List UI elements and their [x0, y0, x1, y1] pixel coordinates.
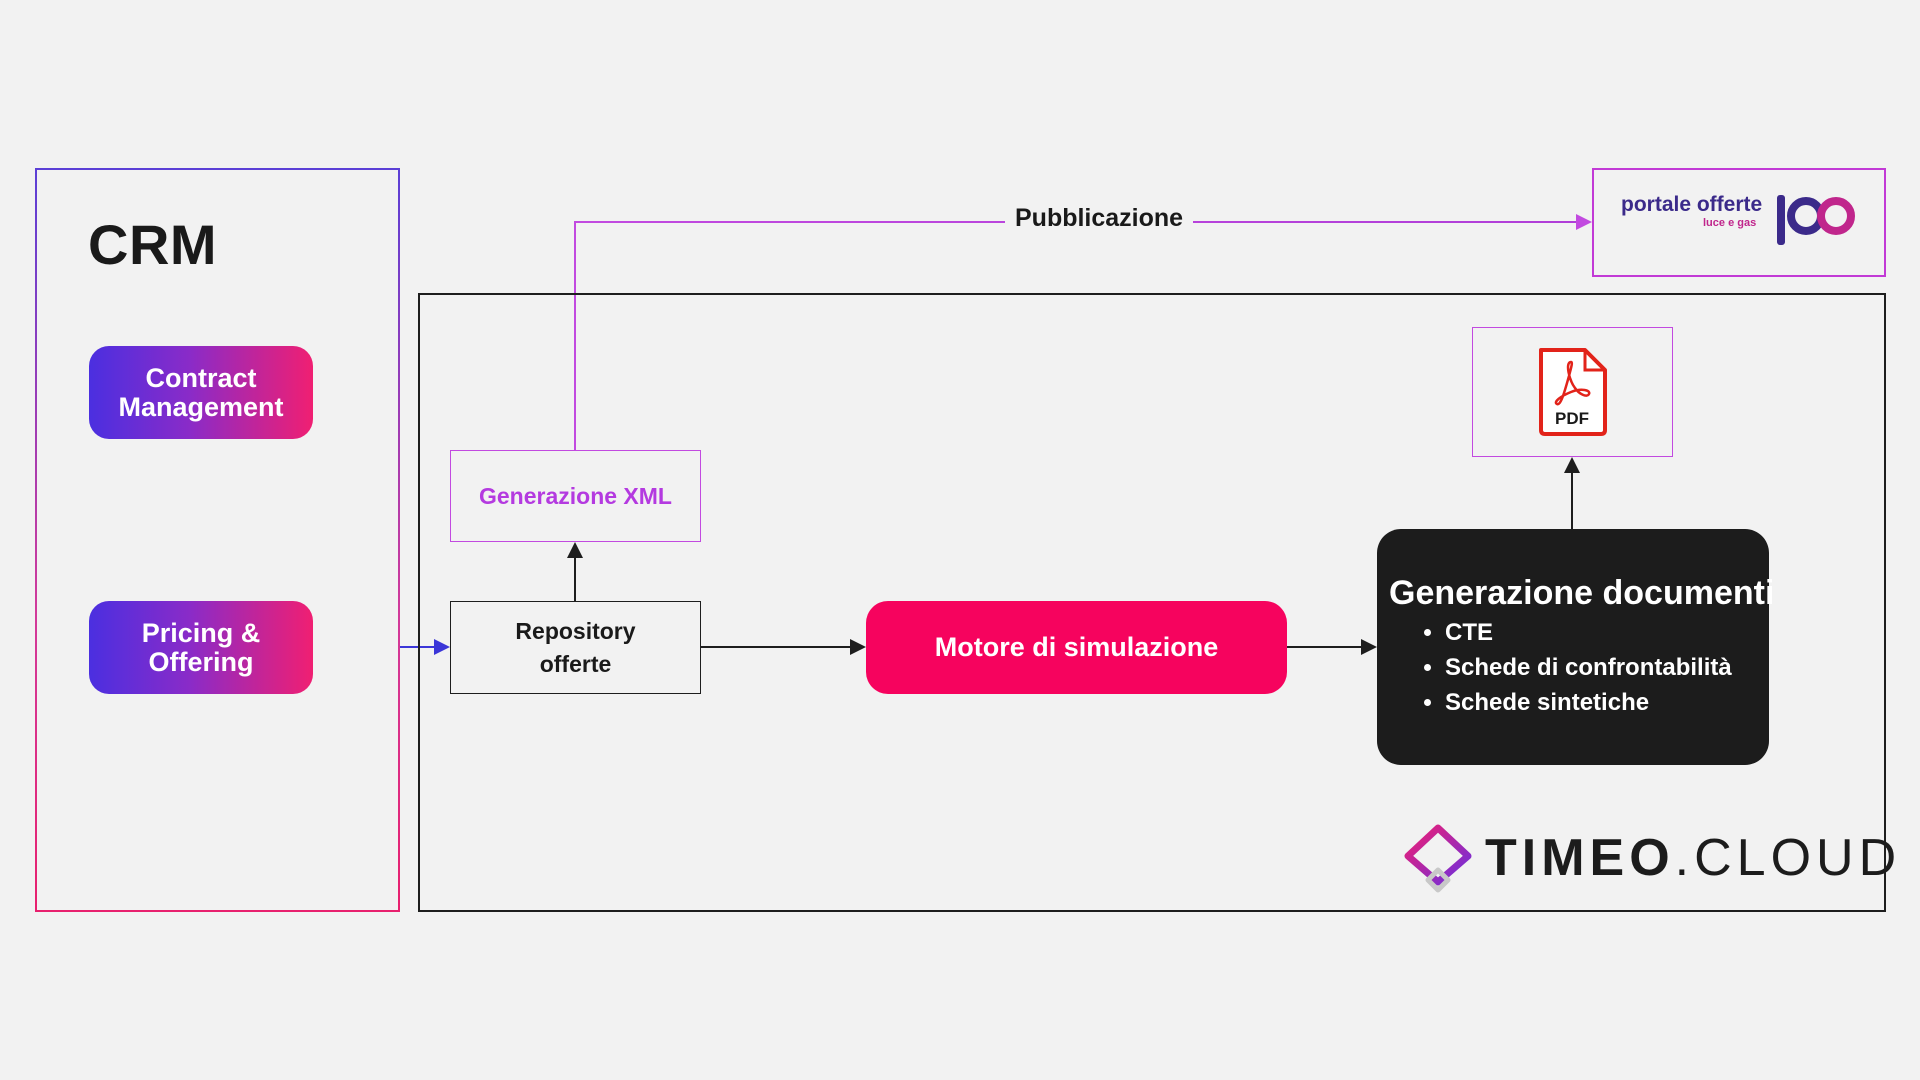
list-item: Schede sintetiche	[1445, 685, 1769, 720]
motore-simulazione-box[interactable]: Motore di simulazione	[866, 601, 1287, 694]
generazione-documenti-title: Generazione documenti	[1389, 574, 1775, 612]
timeo-platform-panel	[418, 293, 1886, 912]
timeo-brand-text: TIMEO	[1485, 829, 1675, 887]
pdf-icon-text: PDF	[1555, 409, 1589, 428]
timeo-diamond-logo-icon	[1404, 824, 1472, 893]
portale-offerte-box[interactable]	[1592, 168, 1886, 277]
timeo-suffix-text: .CLOUD	[1674, 829, 1902, 887]
portale-offerte-subtitle: luce e gas	[1703, 217, 1757, 229]
pdf-file-icon: PDF	[1539, 348, 1607, 436]
crm-panel	[35, 168, 400, 912]
pricing-offering-button[interactable]: Pricing & Offering	[89, 601, 313, 694]
pubblicazione-connector	[574, 214, 1592, 450]
repository-label-line1: Repository	[515, 618, 636, 645]
list-item: Schede di confrontabilità	[1445, 650, 1769, 685]
crm-title: CRM	[88, 213, 218, 276]
list-item: CTE	[1445, 615, 1769, 650]
portale-offerte-title: portale offerte	[1621, 193, 1763, 216]
generazione-xml-box[interactable]: Generazione XML	[450, 450, 701, 542]
repository-offerte-box[interactable]: Repository offerte	[450, 601, 701, 694]
timeo-cloud-wordmark: TIMEO.CLOUD	[1485, 828, 1901, 888]
pubblicazione-label: Pubblicazione	[1005, 204, 1194, 233]
contract-management-button[interactable]: Contract Management	[89, 346, 313, 439]
portale-offerte-logo-icon	[1777, 195, 1855, 245]
repository-label-line2: offerte	[539, 650, 612, 677]
documenti-list: CTE Schede di confrontabilità Schede sin…	[1389, 615, 1769, 720]
generazione-documenti-box[interactable]: Generazione documenti CTE Schede di conf…	[1377, 529, 1775, 765]
